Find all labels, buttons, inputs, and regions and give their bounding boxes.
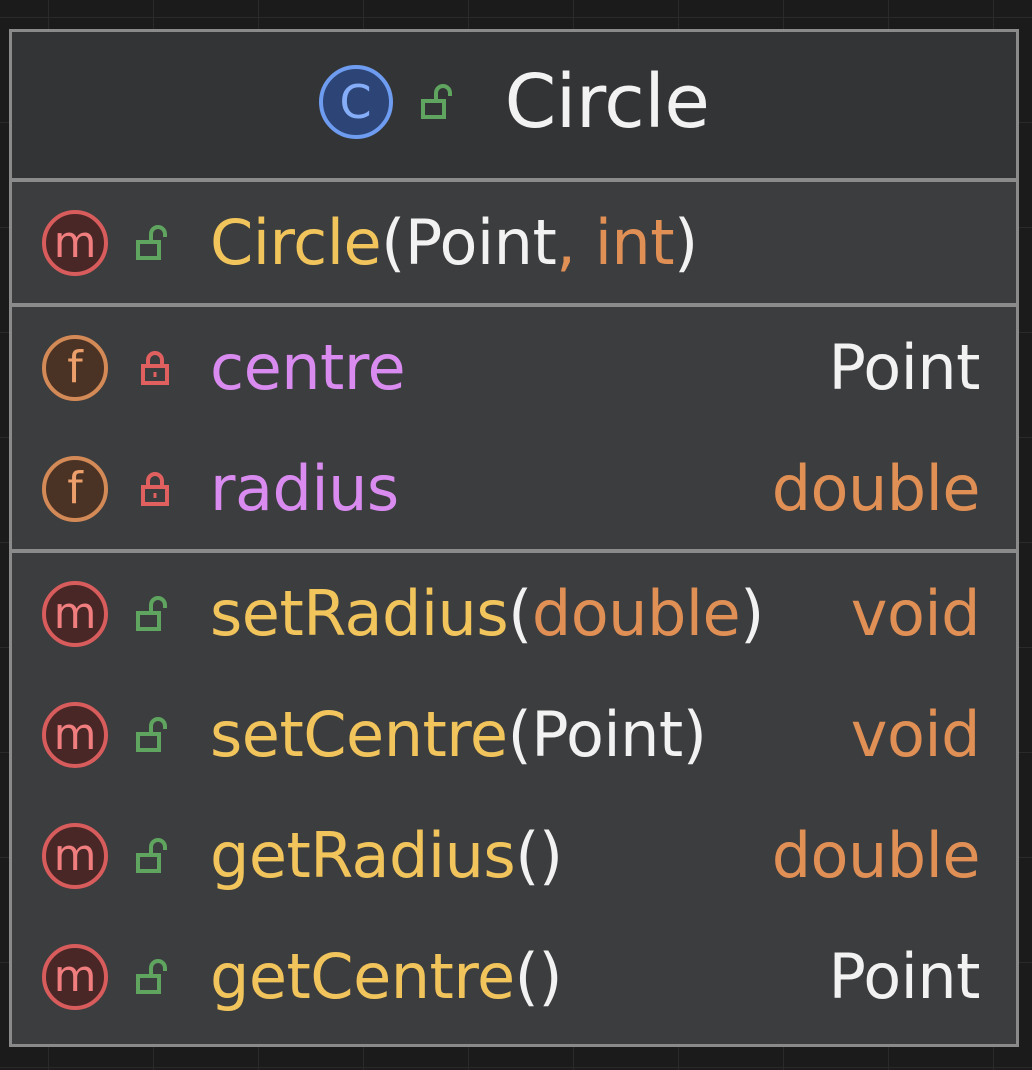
method-name: setRadius [210,577,509,650]
method-signature: setCentre(Point) [210,698,707,771]
method-name: setCentre [210,698,508,771]
method-row[interactable]: m getRadius() double [12,795,1016,916]
param-separator: , [556,206,595,279]
field-name: centre [210,331,406,404]
paren-close: ) [538,819,563,892]
constructor-row[interactable]: m Circle(Point, int) [12,182,1016,303]
class-title: Circle [504,59,710,145]
closed-lock-icon [126,348,184,388]
fields-section: f centre Point f radius double [12,307,1016,553]
uml-class-node[interactable]: C Circle m Circle(Point, int) f [9,29,1019,1047]
method-row[interactable]: m getCentre() Point [12,916,1016,1037]
paren-open: ( [515,819,539,892]
param-type: double [531,577,741,650]
constructors-section: m Circle(Point, int) [12,182,1016,307]
method-kind-icon: m [42,822,108,889]
open-lock-icon [417,82,463,122]
open-lock-icon [126,223,184,263]
methods-section: m setRadius(double) void m setCentre(Poi… [12,553,1016,1037]
return-type: double [771,819,981,892]
closed-lock-icon [126,469,184,509]
field-name: radius [210,452,399,525]
field-type: double [771,452,981,525]
field-kind-icon: f [42,455,108,522]
field-kind-icon: f [42,334,108,401]
method-name: getCentre [210,940,515,1013]
method-kind-icon: m [42,943,108,1010]
param-type: Point [404,206,557,279]
method-row[interactable]: m setRadius(double) void [12,553,1016,674]
method-signature: getCentre() [210,940,563,1013]
paren-open: ( [381,206,405,279]
open-lock-icon [126,594,184,634]
method-signature: setRadius(double) [210,577,764,650]
paren-open: ( [508,577,532,650]
method-kind-icon: m [42,701,108,768]
method-kind-icon: m [42,580,108,647]
field-row[interactable]: f centre Point [12,307,1016,428]
return-type: void [850,698,981,771]
method-kind-icon: m [42,209,108,276]
paren-close: ) [682,698,707,771]
open-lock-icon [126,836,184,876]
open-lock-icon [126,715,184,755]
return-type: void [850,577,981,650]
class-header: C Circle [12,32,1016,182]
method-name: getRadius [210,819,516,892]
paren-close: ) [674,206,698,279]
field-row[interactable]: f radius double [12,428,1016,549]
paren-open: ( [514,940,539,1013]
param-type: int [594,206,675,279]
open-lock-icon [126,957,184,997]
paren-open: ( [507,698,532,771]
paren-close: ) [740,577,764,650]
constructor-signature: Circle(Point, int) [210,206,698,279]
method-signature: getRadius() [210,819,563,892]
method-row[interactable]: m setCentre(Point) void [12,674,1016,795]
constructor-name: Circle [210,206,382,279]
paren-close: ) [538,940,563,1013]
return-type: Point [828,940,981,1013]
field-type: Point [828,331,981,404]
param-type: Point [531,698,683,771]
class-kind-icon: C [318,65,393,139]
